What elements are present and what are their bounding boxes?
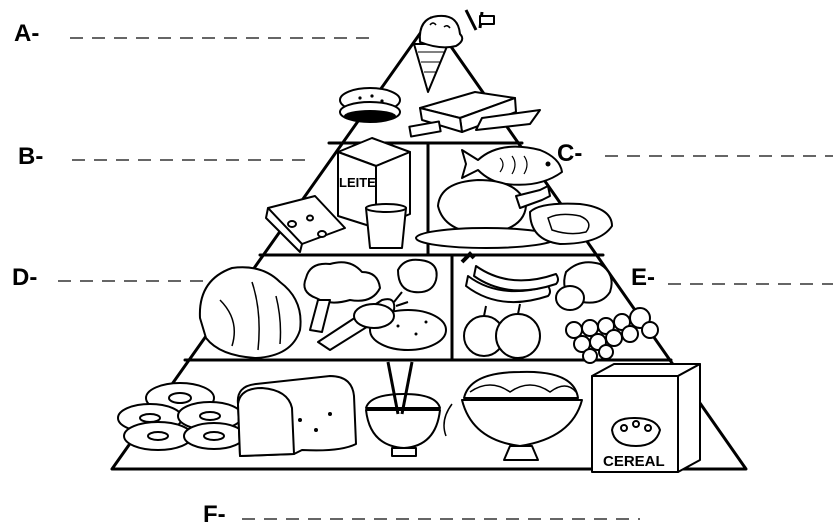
grapes-icon [566, 308, 658, 363]
tier-grains: CEREAL [118, 362, 700, 472]
tier-top-sweets [340, 10, 540, 137]
tier-meat [416, 147, 612, 248]
label-b: B- [18, 143, 312, 170]
rice-bowl-icon [366, 362, 440, 456]
sandwich-cookie-icon [340, 88, 400, 122]
label-e: E- [631, 264, 833, 291]
tier-dairy: LEITE [266, 138, 410, 252]
label-e-text: E- [631, 264, 655, 291]
cheese-icon [266, 196, 345, 252]
lettuce-icon [200, 267, 301, 358]
bagel-icon [118, 383, 244, 450]
label-c: C- [557, 140, 833, 167]
label-d-text: D- [12, 264, 37, 291]
apple-icon [464, 304, 540, 358]
butter-icon [409, 92, 540, 137]
label-c-text: C- [557, 140, 582, 167]
milk-carton-label: LEITE [339, 175, 376, 190]
label-f-text: F- [203, 501, 226, 525]
label-b-text: B- [18, 143, 43, 170]
label-a-text: A- [14, 20, 39, 47]
banana-icon [462, 254, 558, 302]
tier-vegetables [200, 260, 446, 358]
tier-fruits [462, 254, 658, 363]
label-f: F- [203, 501, 640, 525]
pasta-bowl-icon [444, 372, 599, 460]
cereal-box-icon: CEREAL [592, 364, 700, 472]
steak-icon [530, 204, 612, 244]
label-a: A- [14, 20, 375, 47]
bread-icon [238, 376, 356, 456]
potato-icon [354, 304, 446, 350]
cereal-box-label: CEREAL [603, 453, 665, 470]
glass-icon [366, 204, 406, 248]
pear-icon [556, 262, 612, 310]
